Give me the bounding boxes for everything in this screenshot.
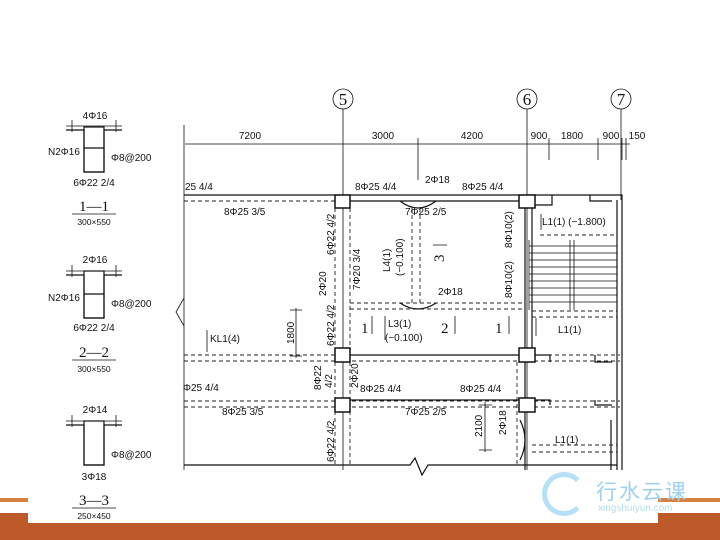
label: 7Φ25 2/5 — [405, 407, 447, 418]
label: 2Φ18 — [438, 287, 463, 298]
section-mark-2: 2 — [441, 321, 449, 337]
label: (−0.100) — [385, 333, 423, 344]
axis-markers: 5 6 7 — [332, 88, 632, 470]
section-title: 2—2 — [79, 345, 109, 361]
label: L4(1) — [382, 249, 393, 272]
dim-1800: 1800 — [561, 131, 584, 142]
dim-3000: 3000 — [372, 131, 395, 142]
label: L3(1) — [388, 319, 411, 330]
label: 4/2 — [324, 374, 335, 388]
section-mark-1: 1 — [361, 321, 369, 337]
section-title: 3—3 — [79, 493, 109, 509]
section-bottom-rebar: 6Φ22 2/4 — [73, 323, 115, 334]
label: 8Φ25 3/5 — [224, 207, 266, 218]
label: 2Φ20 — [350, 363, 361, 388]
column — [518, 397, 536, 413]
section-stirrup: Φ8@200 — [111, 450, 152, 461]
label: 7Φ20 3/4 — [352, 248, 363, 290]
plan-labels: 25 4/4 8Φ25 4/4 2Φ18 8Φ25 4/4 8Φ25 3/5 7… — [183, 175, 606, 462]
column — [518, 194, 536, 209]
label: 8Φ25 3/5 — [222, 407, 264, 418]
label: 8Φ22 — [313, 365, 324, 390]
section-1-1: 4Φ16 N2Φ16 Φ8@200 6Φ22 2/4 1—1 300×550 — [48, 111, 152, 227]
axis-label-5: 5 — [339, 90, 348, 109]
watermark-url: xingshuiyun.com — [598, 503, 673, 514]
column — [518, 347, 536, 363]
label: 6Φ22 4/2 — [326, 304, 337, 346]
label: 8Φ25 4/4 — [460, 384, 502, 395]
section-mark-3: 3 — [432, 255, 448, 263]
section-3-3: 2Φ14 Φ8@200 3Φ18 3—3 250×450 — [66, 405, 152, 521]
staircase — [528, 240, 617, 310]
dim-150: 150 — [629, 131, 646, 142]
axis-label-7: 7 — [617, 90, 626, 109]
dimension-line: 7200 3000 4200 900 1800 900 150 — [183, 125, 646, 470]
section-top-rebar: 2Φ14 — [83, 405, 108, 416]
axis-label-6: 6 — [523, 90, 532, 109]
label: 7Φ25 2/5 — [405, 207, 447, 218]
label: 2100 — [474, 414, 485, 437]
dim-900-b: 900 — [603, 131, 620, 142]
section-title: 1—1 — [79, 199, 109, 215]
label: 8Φ10(2) — [504, 261, 515, 298]
label: (−0.100) — [395, 238, 406, 276]
label: 6Φ22 4/2 — [326, 213, 337, 255]
label: 1800 — [286, 321, 297, 344]
label: 8Φ25 4/4 — [462, 182, 504, 193]
label: KL1(4) — [210, 334, 240, 345]
dim-7200: 7200 — [239, 131, 262, 142]
section-stirrup: Φ8@200 — [111, 153, 152, 164]
label: 6Φ22 4/2 — [326, 420, 337, 462]
section-top-rebar: 2Φ16 — [83, 255, 108, 266]
watermark-title: 行水云课 — [596, 480, 688, 504]
column — [334, 194, 351, 209]
section-bottom-rebar: 3Φ18 — [82, 472, 107, 483]
section-2-2: 2Φ16 N2Φ16 Φ8@200 6Φ22 2/4 2—2 300×550 — [48, 255, 152, 374]
section-stirrup: Φ8@200 — [111, 299, 152, 310]
label: L1(1) — [558, 325, 581, 336]
label: 8Φ25 4/4 — [360, 384, 402, 395]
section-bottom-rebar: 6Φ22 2/4 — [73, 178, 115, 189]
dim-900-a: 900 — [531, 131, 548, 142]
dim-4200: 4200 — [461, 131, 484, 142]
section-side-rebar: N2Φ16 — [48, 147, 80, 158]
section-side-rebar: N2Φ16 — [48, 293, 80, 304]
column — [334, 347, 351, 363]
watermark-logo-icon — [542, 472, 586, 516]
label: 2Φ18 — [498, 410, 509, 435]
section-top-rebar: 4Φ16 — [83, 111, 108, 122]
label: 2Φ18 — [425, 175, 450, 186]
plan-geometry — [175, 194, 623, 477]
label: 8Φ25 4/4 — [355, 182, 397, 193]
label: 2Φ20 — [318, 271, 329, 296]
label: 25 4/4 — [185, 182, 213, 193]
label: L1(1) (−1.800) — [542, 217, 606, 228]
label: L1(1) — [555, 435, 578, 446]
section-size: 300×550 — [77, 364, 111, 374]
section-mark-1: 1 — [495, 321, 503, 337]
label: Φ25 4/4 — [183, 383, 219, 394]
section-size: 250×450 — [77, 511, 111, 521]
column — [334, 397, 351, 413]
section-size: 300×550 — [77, 217, 111, 227]
label: 8Φ10(2) — [504, 211, 515, 248]
